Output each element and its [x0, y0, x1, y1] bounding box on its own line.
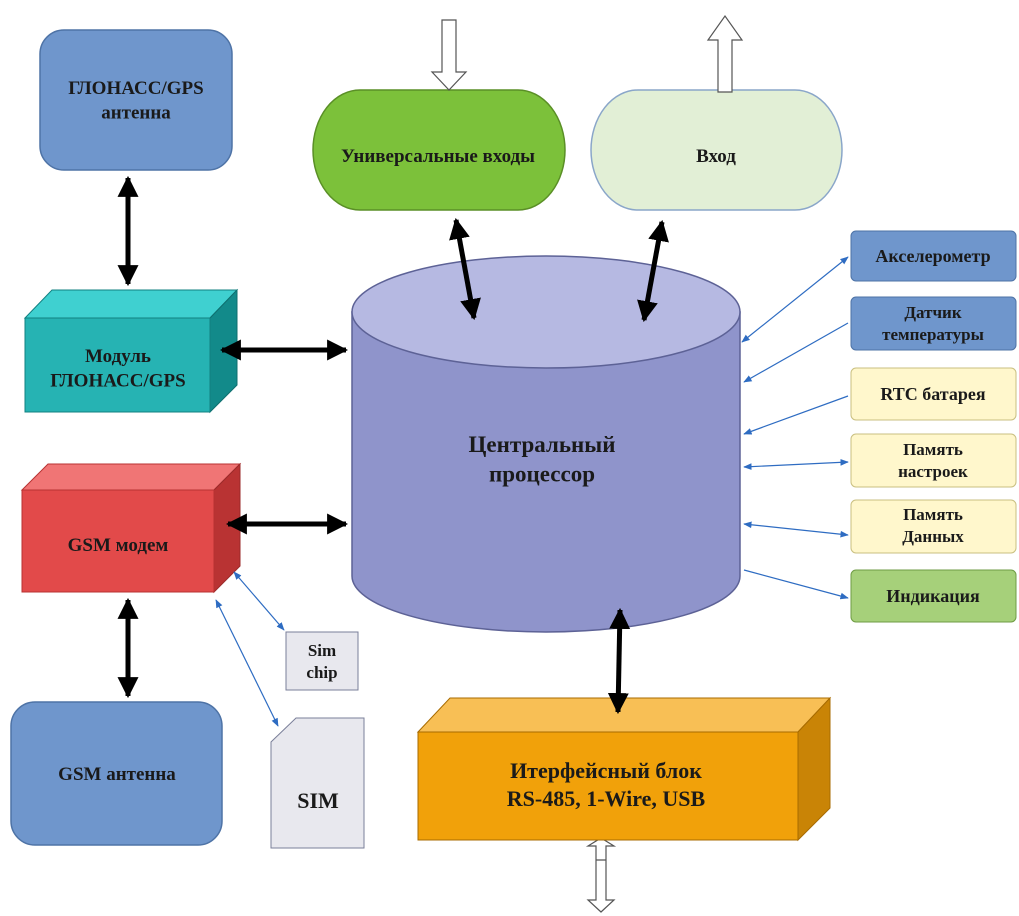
rtc-battery-block: RTC батарея: [850, 367, 1017, 421]
input-cpu-connector: [637, 219, 669, 323]
universal-inputs-label: Универсальные входы: [341, 146, 535, 167]
rtc-battery-label: RTC батарея: [880, 384, 985, 404]
sim-card-connector: [215, 599, 279, 727]
gsm-antenna-label: GSM антенна: [58, 764, 176, 785]
sim-card-label: SIM: [297, 788, 339, 813]
indication-label: Индикация: [886, 586, 980, 606]
indication-connector: [743, 569, 849, 600]
cpu-interface-connector: [607, 607, 631, 715]
universal-inputs-block: Универсальные входы: [312, 89, 566, 211]
gsm-modem-block: GSM модем: [20, 462, 242, 594]
accelerometer-block: Акселерометр: [850, 230, 1017, 282]
indication-block: Индикация: [850, 569, 1017, 623]
gsm-antenna-block: GSM антенна: [10, 701, 223, 846]
temp-sensor-connector: [743, 322, 849, 383]
input-label: Вход: [696, 146, 736, 167]
settings-memory-connector: [743, 459, 849, 470]
input-arrow-down: [430, 19, 468, 91]
data-memory-connector: [743, 521, 849, 538]
sim-card-block: SIM: [270, 717, 365, 849]
sim-chip-connector: [233, 571, 285, 631]
gsm-modem-label: GSM модем: [68, 535, 169, 556]
rtc-battery-connector: [743, 395, 849, 435]
accelerometer-label: Акселерометр: [875, 246, 990, 266]
input-block: Вход: [590, 89, 843, 211]
accelerometer-connector: [741, 256, 849, 343]
output-arrow-up: [706, 14, 744, 93]
inputs-cpu-connector: [449, 217, 481, 321]
interface-io-arrow: [585, 837, 617, 913]
